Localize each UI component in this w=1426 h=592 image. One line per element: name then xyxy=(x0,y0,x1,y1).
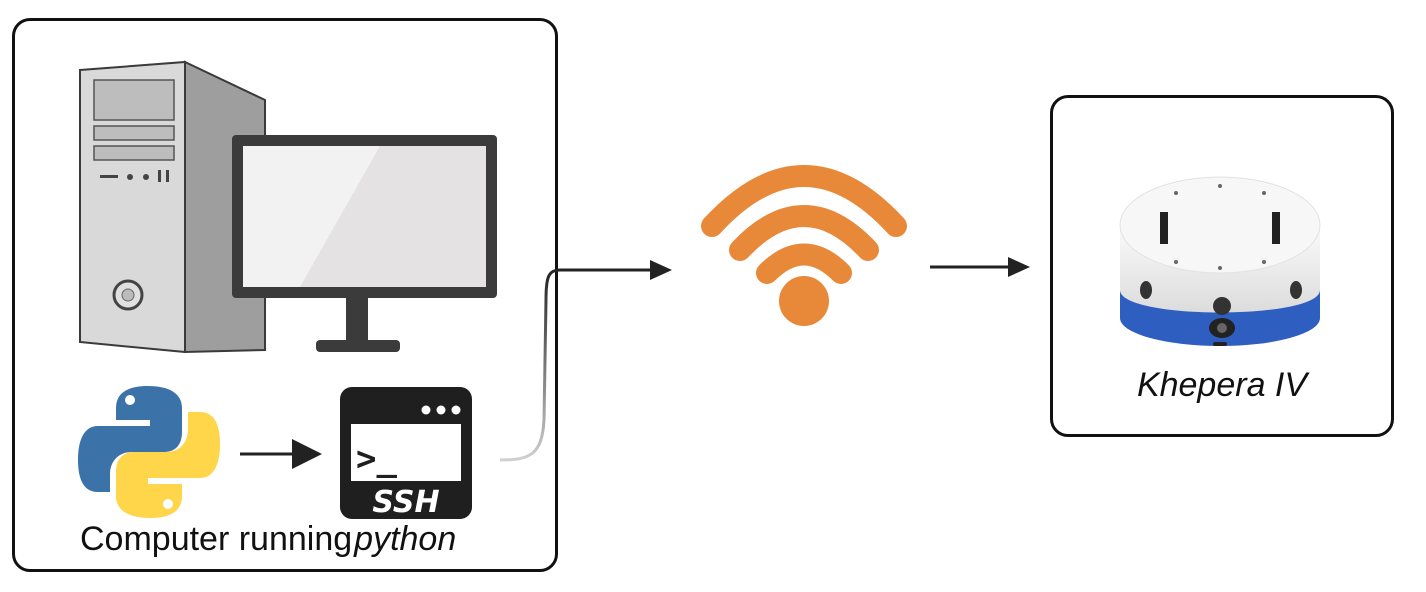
khepera-robot-icon xyxy=(1119,176,1321,346)
wifi-to-robot-arrowhead xyxy=(1008,257,1030,277)
ssh-to-wifi-arrowhead xyxy=(650,260,672,280)
ssh-to-wifi-cable xyxy=(499,268,650,462)
computer-caption-text: Computer running xyxy=(80,520,353,558)
computer-caption: Computer runningpython xyxy=(80,520,456,559)
terminal-prompt: >_ xyxy=(356,439,397,479)
python-logo-icon xyxy=(78,386,220,518)
wifi-icon xyxy=(701,165,907,326)
monitor-icon xyxy=(232,135,497,352)
computer-caption-python: python xyxy=(354,520,457,558)
ssh-terminal-icon: >_ SSH xyxy=(340,387,472,520)
terminal-label: SSH xyxy=(372,485,439,520)
robot-caption: Khepera IV xyxy=(1136,366,1308,404)
